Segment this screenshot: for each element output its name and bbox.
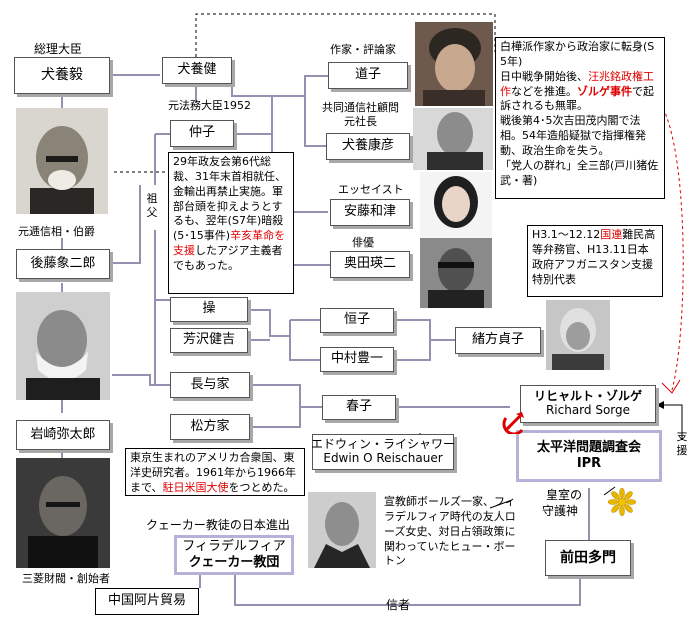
label-support: 支援 <box>676 430 688 457</box>
note-michiko-l2c: で起訴されるも無罪。 <box>500 84 654 113</box>
person-iwasaki-yataro[interactable]: 岩崎弥太郎 <box>16 420 110 450</box>
sorge-name-jp: リヒャルト・ゾルゲ <box>533 389 642 404</box>
person-reischauer[interactable]: エドウィン・ライシャワー Edwin O Reischauer <box>311 434 456 470</box>
portrait-goto-shojiro <box>16 292 110 400</box>
person-yoshizawa-kenkichi[interactable]: 芳沢健吉 <box>170 328 248 353</box>
label-pm: 総理大臣 <box>34 42 83 56</box>
note-reischauer-b: をつとめた。 <box>228 480 295 494</box>
label-teishin: 元逓信相・伯爵 <box>18 225 95 238</box>
person-sorge[interactable]: リヒャルト・ゾルゲ Richard Sorge <box>520 385 656 423</box>
portrait-iwasaki-yataro <box>16 458 110 568</box>
portrait-michiko <box>415 22 493 106</box>
ipr-name-en: IPR <box>576 456 602 471</box>
org-quaker[interactable]: フィラデルフィア クェーカー教団 <box>174 535 294 575</box>
person-nakamura-toyoichi[interactable]: 中村豊一 <box>320 347 394 372</box>
family-nagayo[interactable]: 長与家 <box>170 372 250 398</box>
portrait-inukai-tsuyoshi <box>16 108 108 214</box>
ipr-name-jp: 太平洋問題調査会 <box>536 440 641 456</box>
note-michiko-red1: 汪兆銘政権工作 <box>500 69 654 98</box>
note-michiko-l3: 戦後第4･5次吉田茂内閣で法相。54年造船疑獄で指揮権発動、政治生命を失う。 <box>500 114 646 157</box>
person-haruko[interactable]: 春子 <box>322 395 396 420</box>
note-inukai-a: 29年政友会第6代総裁、31年末首相就任、金輸出再禁止実施。軍部台頭を抑えようと… <box>173 155 286 243</box>
note-michiko-l4: 「党人の群れ」全三部(戸川猪佐武・著) <box>500 158 659 187</box>
person-inukai-yasuhiko[interactable]: 犬養康彦 <box>326 133 410 160</box>
person-misao[interactable]: 操 <box>170 297 248 322</box>
note-michiko-l2a: 日中戦争開始後、 <box>500 69 588 83</box>
portrait-ogata-sadako <box>546 300 610 370</box>
label-quaker-advance: クェーカー教徒の日本進出 <box>146 518 290 532</box>
reischauer-name-en: Edwin O Reischauer <box>323 451 443 465</box>
portrait-ando-kazutsu <box>420 172 492 238</box>
note-michiko-l1: 白樺派作家から政治家に転身(S5年) <box>500 40 655 68</box>
person-okuda-eiji[interactable]: 奥田瑛二 <box>330 251 410 278</box>
person-ando-kazutsu[interactable]: 安藤和津 <box>330 199 410 226</box>
label-believer: 信者 <box>386 598 411 612</box>
note-reischauer-red: 駐日米国大使 <box>162 480 229 494</box>
note-borton-text: 宣教師ボールズ一家、フィラデルフィア時代の友人ローズ女史、対日占領政策に関わって… <box>384 495 516 568</box>
label-shugojin: 守護神 <box>542 504 579 518</box>
reischauer-name-jp: エドウィン・ライシャワー <box>311 437 456 452</box>
note-reischauer-a: 東京生まれのアメリカ合衆国、東洋史研究者。1961年から1966年まで、 <box>130 451 296 494</box>
quaker-name-2: クェーカー教団 <box>188 555 280 570</box>
person-maeda-tamon[interactable]: 前田多門 <box>545 540 631 576</box>
note-ogata-sadako: H3.1～12.12国連難民高等弁務官、H13.11日本政府アフガニスタン支援特… <box>527 225 663 297</box>
label-grandfather: 祖父 <box>146 192 158 219</box>
note-ogata-a: H3.1～12.12 <box>532 228 601 241</box>
note-reischauer: 東京生まれのアメリカ合衆国、東洋史研究者。1961年から1966年まで、駐日米国… <box>125 448 305 496</box>
person-tsuneko[interactable]: 恒子 <box>320 308 394 333</box>
note-inukai-ken: 白樺派作家から政治家に転身(S5年) 日中戦争開始後、汪兆銘政権工作などを推進。… <box>495 37 665 199</box>
person-michiko[interactable]: 道子 <box>328 62 408 89</box>
chrysanthemum-icon <box>607 487 637 517</box>
note-inukai-tsuyoshi: 29年政友会第6代総裁、31年末首相就任、金輸出再禁止実施。軍部台頭を抑えようと… <box>168 152 294 294</box>
note-inukai-b: したアジア主義者でもあった。 <box>173 244 283 272</box>
person-ogata-sadako[interactable]: 緒方貞子 <box>455 327 541 354</box>
note-inukai-red: 辛亥革命を支援 <box>173 229 286 258</box>
label-kyodo: 共同通信社顧問 <box>322 101 399 114</box>
label-motoshacho: 元社長 <box>344 115 377 128</box>
note-michiko-red2: ゾルゲ事件 <box>577 84 632 98</box>
label-writer: 作家・評論家 <box>330 43 396 56</box>
label-mitsubishi: 三菱財閥・創始者 <box>22 572 110 585</box>
portrait-borton <box>308 492 376 568</box>
china-opium-trade[interactable]: 中国阿片貿易 <box>95 588 199 615</box>
person-inukai-ken[interactable]: 犬養健 <box>162 57 232 84</box>
label-actor: 俳優 <box>352 236 374 249</box>
label-koshitsu: 皇室の <box>546 488 583 502</box>
hammer-sickle-icon <box>502 408 528 436</box>
label-essayist: エッセイスト <box>338 183 404 196</box>
portrait-okuda-eiji <box>420 238 492 308</box>
sorge-name-en: Richard Sorge <box>545 403 631 417</box>
family-matsukata[interactable]: 松方家 <box>170 414 250 440</box>
note-ogata-red: 国連 <box>600 228 623 241</box>
quaker-name-1: フィラデルフィア <box>182 539 286 555</box>
person-inukai-tsuyoshi[interactable]: 犬養毅 <box>14 57 110 94</box>
note-michiko-l2b: などを推進。 <box>511 84 577 98</box>
person-goto-shojiro[interactable]: 後藤象二郎 <box>16 249 110 279</box>
portrait-inukai-yasuhiko <box>413 108 493 170</box>
label-justice: 元法務大臣1952 <box>168 99 251 112</box>
org-ipr[interactable]: 太平洋問題調査会 IPR <box>516 430 662 482</box>
person-nakako[interactable]: 仲子 <box>170 120 234 147</box>
note-borton: 宣教師ボールズ一家、フィラデルフィア時代の友人ローズ女史、対日占領政策に関わって… <box>380 493 526 568</box>
note-ogata-b: 難民高等弁務官、H13.11日本政府アフガニスタン支援特別代表 <box>532 228 656 286</box>
